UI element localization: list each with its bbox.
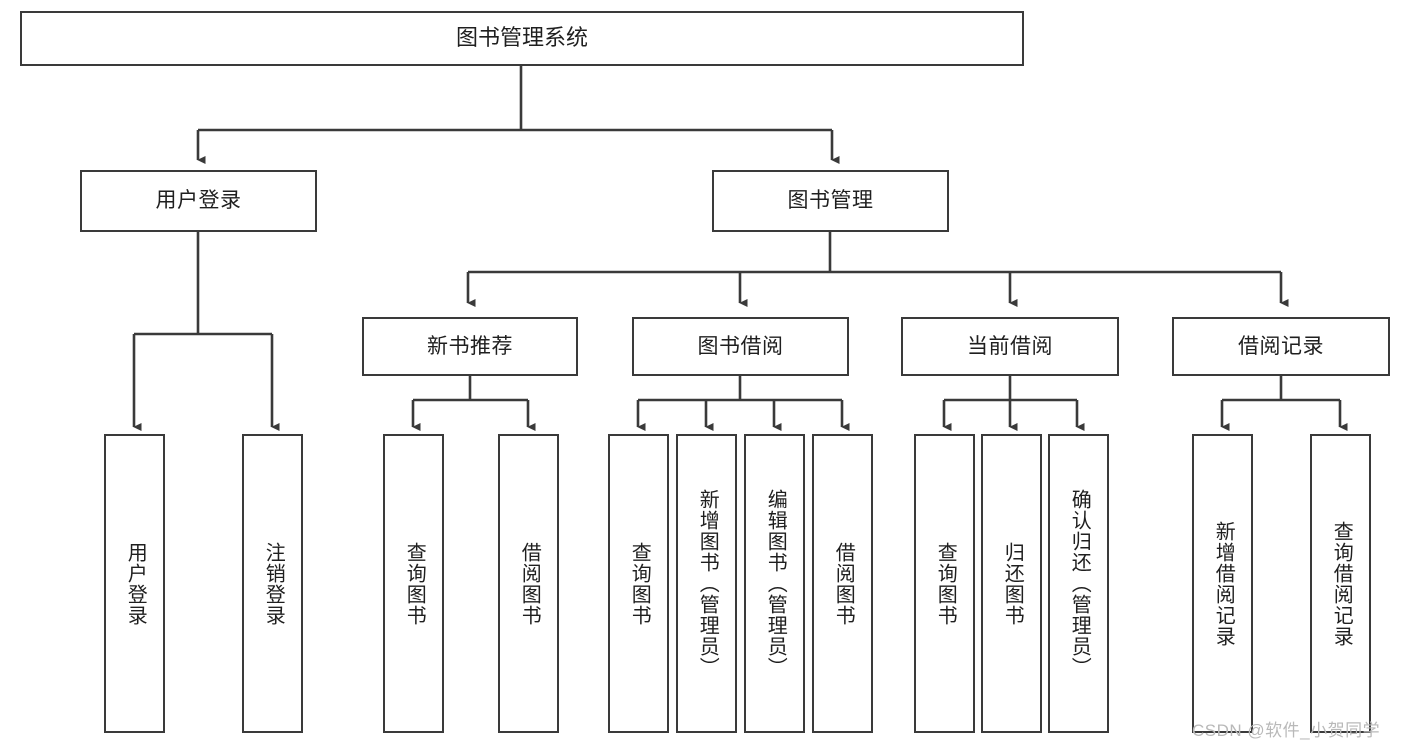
node-label: 查询图书: [934, 541, 957, 626]
node-label: 注销登录: [262, 541, 285, 626]
node-label: 借阅图书: [832, 541, 855, 626]
node-label: 用户登录: [124, 541, 147, 626]
node-book-management[interactable]: 图书管理: [712, 170, 949, 232]
node-label: 新增借阅记录: [1212, 520, 1235, 647]
node-label: 查询图书: [628, 541, 651, 626]
node-root-library-management-system[interactable]: 图书管理系统: [20, 11, 1024, 66]
leaf-current-borrow-confirm-return-admin[interactable]: 确认归还（管理员）: [1048, 434, 1109, 733]
csdn-watermark: CSDN @软件_小贺同学: [1192, 721, 1381, 740]
node-label: 归还图书: [1001, 541, 1024, 626]
node-label: 查询图书: [403, 541, 426, 626]
node-new-book-recommend[interactable]: 新书推荐: [362, 317, 578, 376]
node-user-login[interactable]: 用户登录: [80, 170, 317, 232]
node-label: 当前借阅: [967, 334, 1053, 358]
leaf-new-book-borrow-book[interactable]: 借阅图书: [498, 434, 559, 733]
leaf-borrow-record-add-record[interactable]: 新增借阅记录: [1192, 434, 1253, 733]
leaf-current-borrow-query-book[interactable]: 查询图书: [914, 434, 975, 733]
node-label: 图书管理: [787, 189, 874, 213]
leaf-borrow-record-query-record[interactable]: 查询借阅记录: [1310, 434, 1371, 733]
node-label: 图书管理系统: [455, 25, 588, 51]
node-book-borrow[interactable]: 图书借阅: [632, 317, 849, 376]
leaf-user-login-logout[interactable]: 注销登录: [242, 434, 303, 733]
leaf-book-borrow-borrow-book[interactable]: 借阅图书: [812, 434, 873, 733]
leaf-user-login-login[interactable]: 用户登录: [104, 434, 165, 733]
node-label: 借阅记录: [1238, 334, 1324, 358]
node-label: 新增图书（管理员）: [696, 489, 719, 678]
node-label: 借阅图书: [518, 541, 541, 626]
node-label: 用户登录: [155, 189, 242, 213]
leaf-current-borrow-return-book[interactable]: 归还图书: [981, 434, 1042, 733]
node-label: 图书借阅: [697, 334, 784, 358]
node-label: 查询借阅记录: [1330, 520, 1353, 647]
node-borrow-record[interactable]: 借阅记录: [1172, 317, 1390, 376]
node-current-borrow[interactable]: 当前借阅: [901, 317, 1119, 376]
leaf-book-borrow-add-book-admin[interactable]: 新增图书（管理员）: [676, 434, 737, 733]
node-label: 新书推荐: [427, 334, 513, 358]
leaf-book-borrow-edit-book-admin[interactable]: 编辑图书（管理员）: [744, 434, 805, 733]
node-label: 确认归还（管理员）: [1068, 489, 1091, 678]
node-label: 编辑图书（管理员）: [764, 489, 787, 678]
leaf-book-borrow-query-book[interactable]: 查询图书: [608, 434, 669, 733]
leaf-new-book-query-book[interactable]: 查询图书: [383, 434, 444, 733]
